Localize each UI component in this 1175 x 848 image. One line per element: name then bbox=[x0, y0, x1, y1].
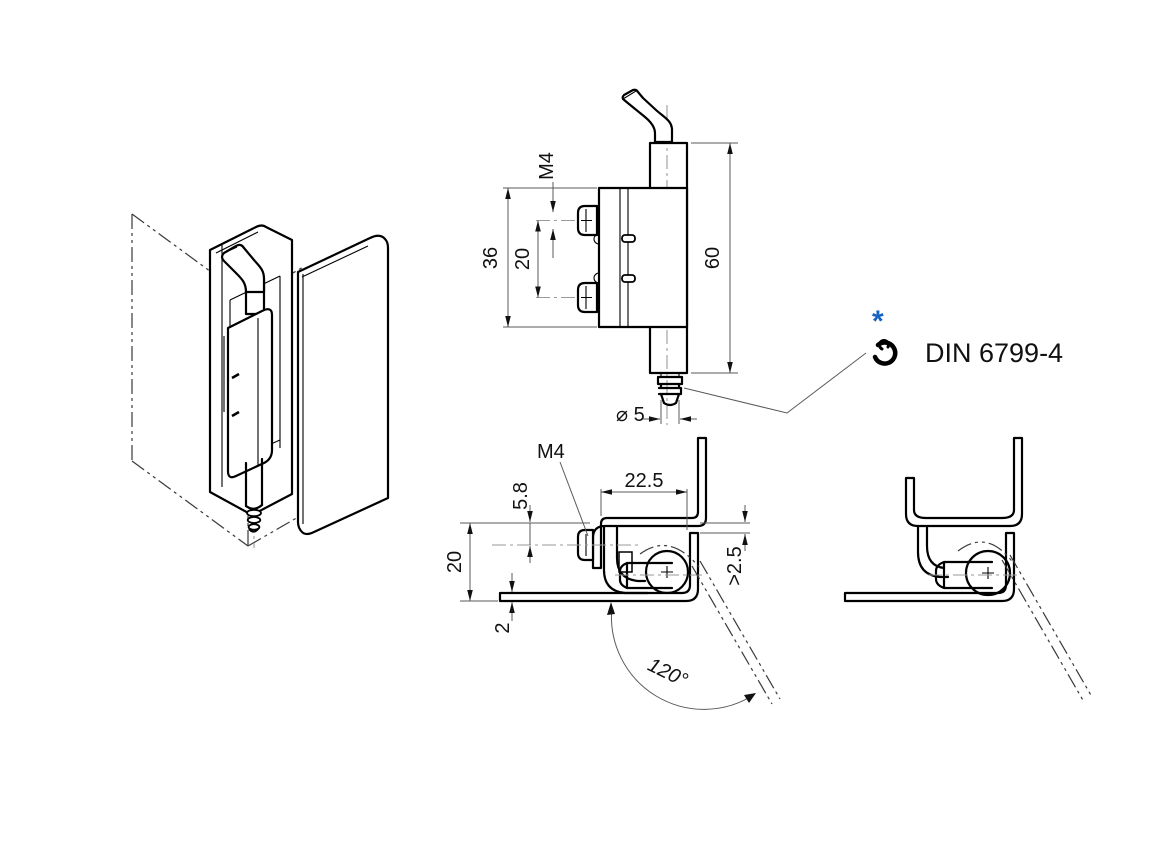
fv-dim-m4-label: M4 bbox=[536, 152, 558, 180]
fv-dim-pin-diameter: ⌀ 5 bbox=[616, 400, 697, 426]
fv-screw-upper bbox=[576, 204, 599, 237]
fv-dim-60-label: 60 bbox=[702, 247, 724, 269]
retaining-ring-note: * DIN 6799-4 bbox=[872, 305, 1063, 368]
sv-door-sheet bbox=[498, 531, 700, 603]
isometric-view bbox=[131, 213, 390, 548]
fv-body bbox=[593, 186, 689, 329]
din-standard-label: DIN 6799-4 bbox=[925, 338, 1063, 368]
iso-lower-barrel bbox=[244, 457, 264, 508]
iso-hinge-lever bbox=[220, 243, 266, 294]
sv-dim-5-8-label: 5.8 bbox=[510, 482, 532, 510]
sv-dim-min-clearance-label: >2.5 bbox=[724, 546, 746, 585]
iso-body-slots bbox=[231, 372, 240, 418]
retaining-ring-leader bbox=[683, 352, 867, 414]
fv-screw-lower bbox=[576, 281, 599, 314]
sv-dim-22-5: 22.5 bbox=[600, 470, 688, 530]
asterisk-marker: * bbox=[872, 305, 884, 338]
svr-door-sheet bbox=[843, 531, 1016, 603]
sv-dim-opening-angle-label: 120° bbox=[644, 654, 691, 692]
iso-hinge-body bbox=[226, 308, 274, 479]
fv-dim-60: 60 bbox=[691, 142, 738, 374]
sv-dim-5-8: 5.8 bbox=[460, 482, 590, 563]
fv-lever bbox=[621, 88, 674, 144]
fv-dim-36-label: 36 bbox=[480, 247, 502, 269]
sv-dim-22-5-label: 22.5 bbox=[625, 470, 664, 492]
svr-phantom-open-door bbox=[957, 541, 1093, 703]
fv-slot-lower bbox=[621, 274, 636, 283]
sv-dim-2: 2 bbox=[492, 573, 515, 634]
fv-dim-20: 20 bbox=[512, 220, 541, 298]
svr-hinge-bracket bbox=[916, 525, 950, 579]
fv-dim-20-label: 20 bbox=[512, 248, 534, 270]
fv-dim-m4: M4 bbox=[536, 152, 558, 258]
sv-hinge-bracket bbox=[602, 525, 650, 595]
sv-dim-min-clearance: >2.5 bbox=[700, 505, 750, 586]
fv-dim-pin-diameter-label: ⌀ 5 bbox=[616, 404, 645, 426]
sv-dim-20-label: 20 bbox=[444, 551, 466, 573]
sv-phantom-open-door bbox=[639, 545, 781, 705]
sv-frame-profile bbox=[591, 436, 708, 570]
sv-dim-m4: M4 bbox=[537, 441, 589, 537]
iso-frame-panel-right bbox=[296, 234, 390, 536]
iso-hinge bbox=[220, 243, 274, 533]
sv-dim-20: 20 bbox=[444, 523, 498, 602]
fv-pin-tip bbox=[656, 373, 684, 407]
fv-slot-upper bbox=[621, 234, 636, 243]
section-view-dimensioned: M4 22.5 5.8 20 2 bbox=[444, 436, 781, 710]
iso-pin-tip bbox=[246, 508, 262, 533]
sv-dim-m4-label: M4 bbox=[537, 441, 565, 463]
section-view-channel bbox=[843, 436, 1093, 703]
retaining-ring-icon bbox=[872, 339, 898, 366]
sv-pin bbox=[618, 549, 690, 595]
svr-frame-channel bbox=[904, 436, 1024, 528]
front-view: 36 20 M4 60 ⌀ 5 bbox=[480, 88, 867, 426]
fv-dim-36: 36 bbox=[480, 187, 597, 328]
sv-dim-2-label: 2 bbox=[492, 622, 514, 633]
svr-pin bbox=[934, 549, 1012, 597]
